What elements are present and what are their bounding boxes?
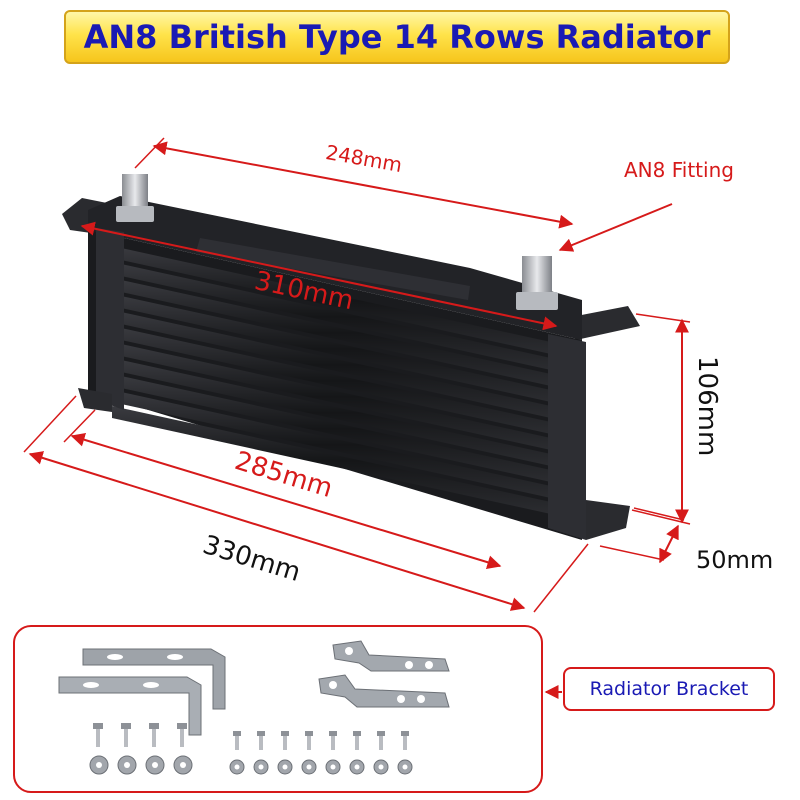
radiator-body <box>62 196 640 540</box>
radiator-bracket-label: Radiator Bracket <box>589 678 749 700</box>
dimension-lines <box>23 137 691 699</box>
label-50mm: 50mm <box>696 546 774 574</box>
radiator-bracket-label-box: Radiator Bracket <box>563 667 775 711</box>
nuts-large <box>89 755 193 775</box>
nuts-small <box>229 759 413 775</box>
label-an8-fitting: AN8 Fitting <box>624 158 734 182</box>
flat-bracket-upper <box>332 640 450 672</box>
product-title: AN8 British Type 14 Rows Radiator <box>83 18 711 56</box>
flat-bracket-lower <box>318 674 450 708</box>
bracket-hardware-illustration <box>58 640 450 775</box>
l-bracket-large <box>82 648 226 710</box>
an8-fitting-right <box>516 256 558 310</box>
l-bracket-small <box>58 676 202 736</box>
bracket-accessory-panel <box>13 625 543 793</box>
bolts-large <box>93 723 187 747</box>
title-banner: AN8 British Type 14 Rows Radiator <box>64 10 730 64</box>
label-106mm: 106mm <box>692 356 722 457</box>
an8-fitting-left <box>116 174 154 222</box>
bolts-small <box>233 731 409 750</box>
